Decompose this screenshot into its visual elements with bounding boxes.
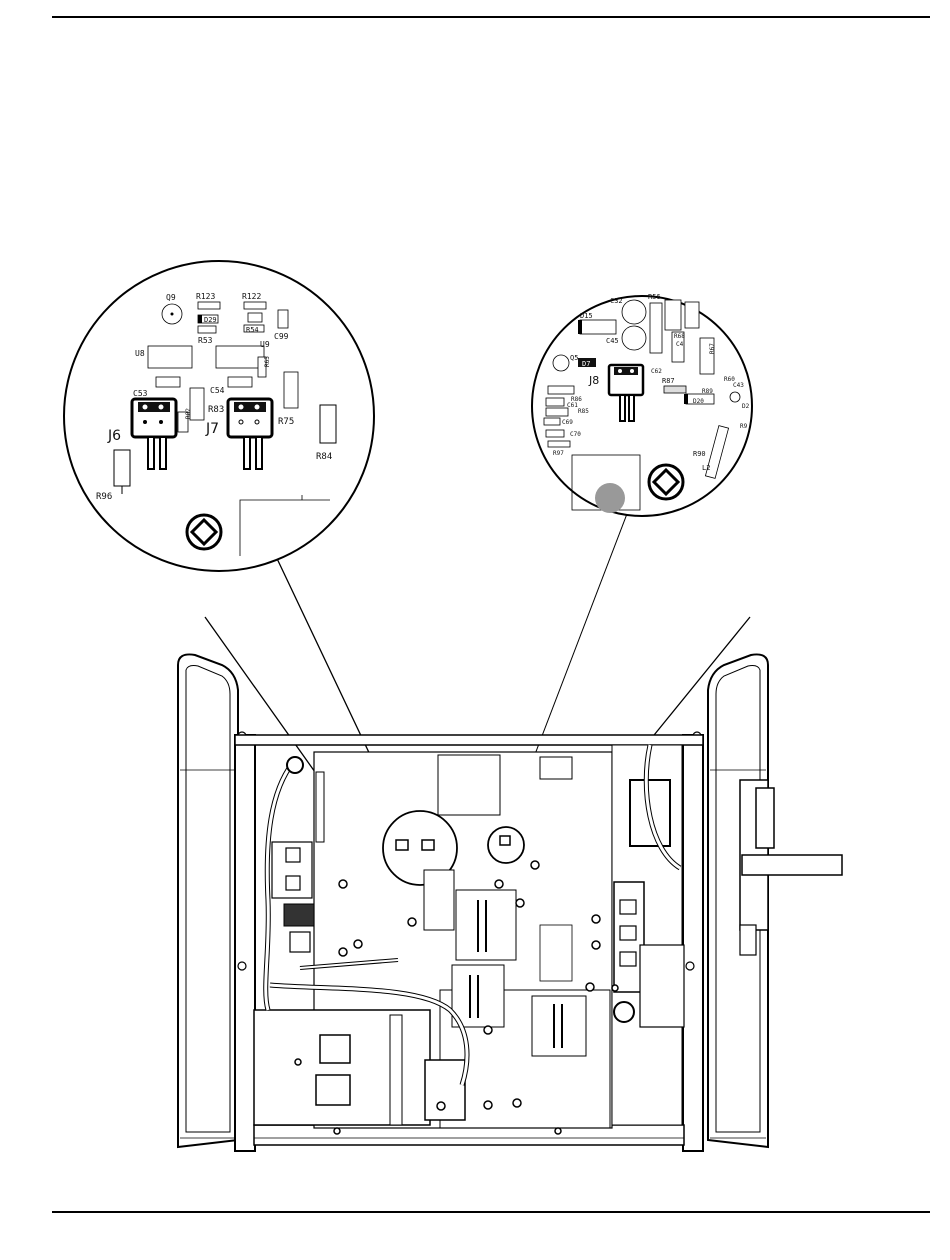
label-r122: R122 [242, 292, 261, 301]
label-r83: R83 [208, 405, 224, 415]
label-u9: U9 [260, 340, 270, 349]
label-r53: R53 [198, 336, 213, 345]
label-c70: C70 [570, 431, 581, 438]
label-c61: C61 [567, 402, 578, 409]
label-q9: Q9 [166, 293, 176, 302]
label-r123: R123 [196, 292, 215, 301]
label-c54: C54 [210, 386, 225, 395]
label-d29: D29 [204, 316, 217, 324]
label-r65: R65 [264, 356, 271, 367]
detail-circle-left: Q9 R123 D29 R53 R122 R54 C99 U8 U9 R65 R… [64, 261, 374, 571]
label-r54: R54 [246, 326, 259, 334]
label-d15: D15 [580, 312, 593, 320]
label-r68: R68 [674, 333, 685, 340]
label-r85: R85 [578, 408, 589, 415]
label-q5: Q5 [570, 354, 578, 362]
label-c45: C45 [606, 337, 619, 345]
label-r97: R97 [553, 450, 564, 457]
label-r87: R87 [662, 377, 675, 385]
label-u8: U8 [135, 349, 145, 358]
label-c4: C4 [676, 341, 684, 348]
label-c32: C32 [610, 297, 623, 305]
detail-circle-right: C32 R56 D15 C45 Q5 D7 C62 R68 C4 R67 R87… [532, 293, 752, 516]
label-c69: C69 [562, 419, 573, 426]
label-r90: R90 [693, 450, 706, 458]
label-l2: L2 [702, 464, 710, 472]
screw-icon [187, 515, 221, 549]
machine-chassis [178, 654, 842, 1151]
label-c53: C53 [133, 389, 148, 398]
label-j8: J8 [588, 374, 599, 387]
label-r67: R67 [709, 343, 716, 354]
label-c43: C43 [733, 382, 744, 389]
label-d2: D2 [742, 403, 750, 410]
label-r82: R82 [185, 408, 192, 419]
label-c62: C62 [651, 368, 662, 375]
label-j6: J6 [107, 428, 121, 444]
label-r75: R75 [278, 417, 294, 427]
label-r9: R9 [740, 423, 748, 430]
label-r84: R84 [316, 452, 332, 462]
label-j7: J7 [205, 421, 219, 437]
label-r96: R96 [96, 492, 112, 502]
label-d7: D7 [582, 360, 590, 368]
label-c99: C99 [274, 332, 289, 341]
label-r56: R56 [648, 293, 661, 301]
label-d20: D20 [693, 398, 704, 405]
screw-icon [649, 465, 683, 499]
